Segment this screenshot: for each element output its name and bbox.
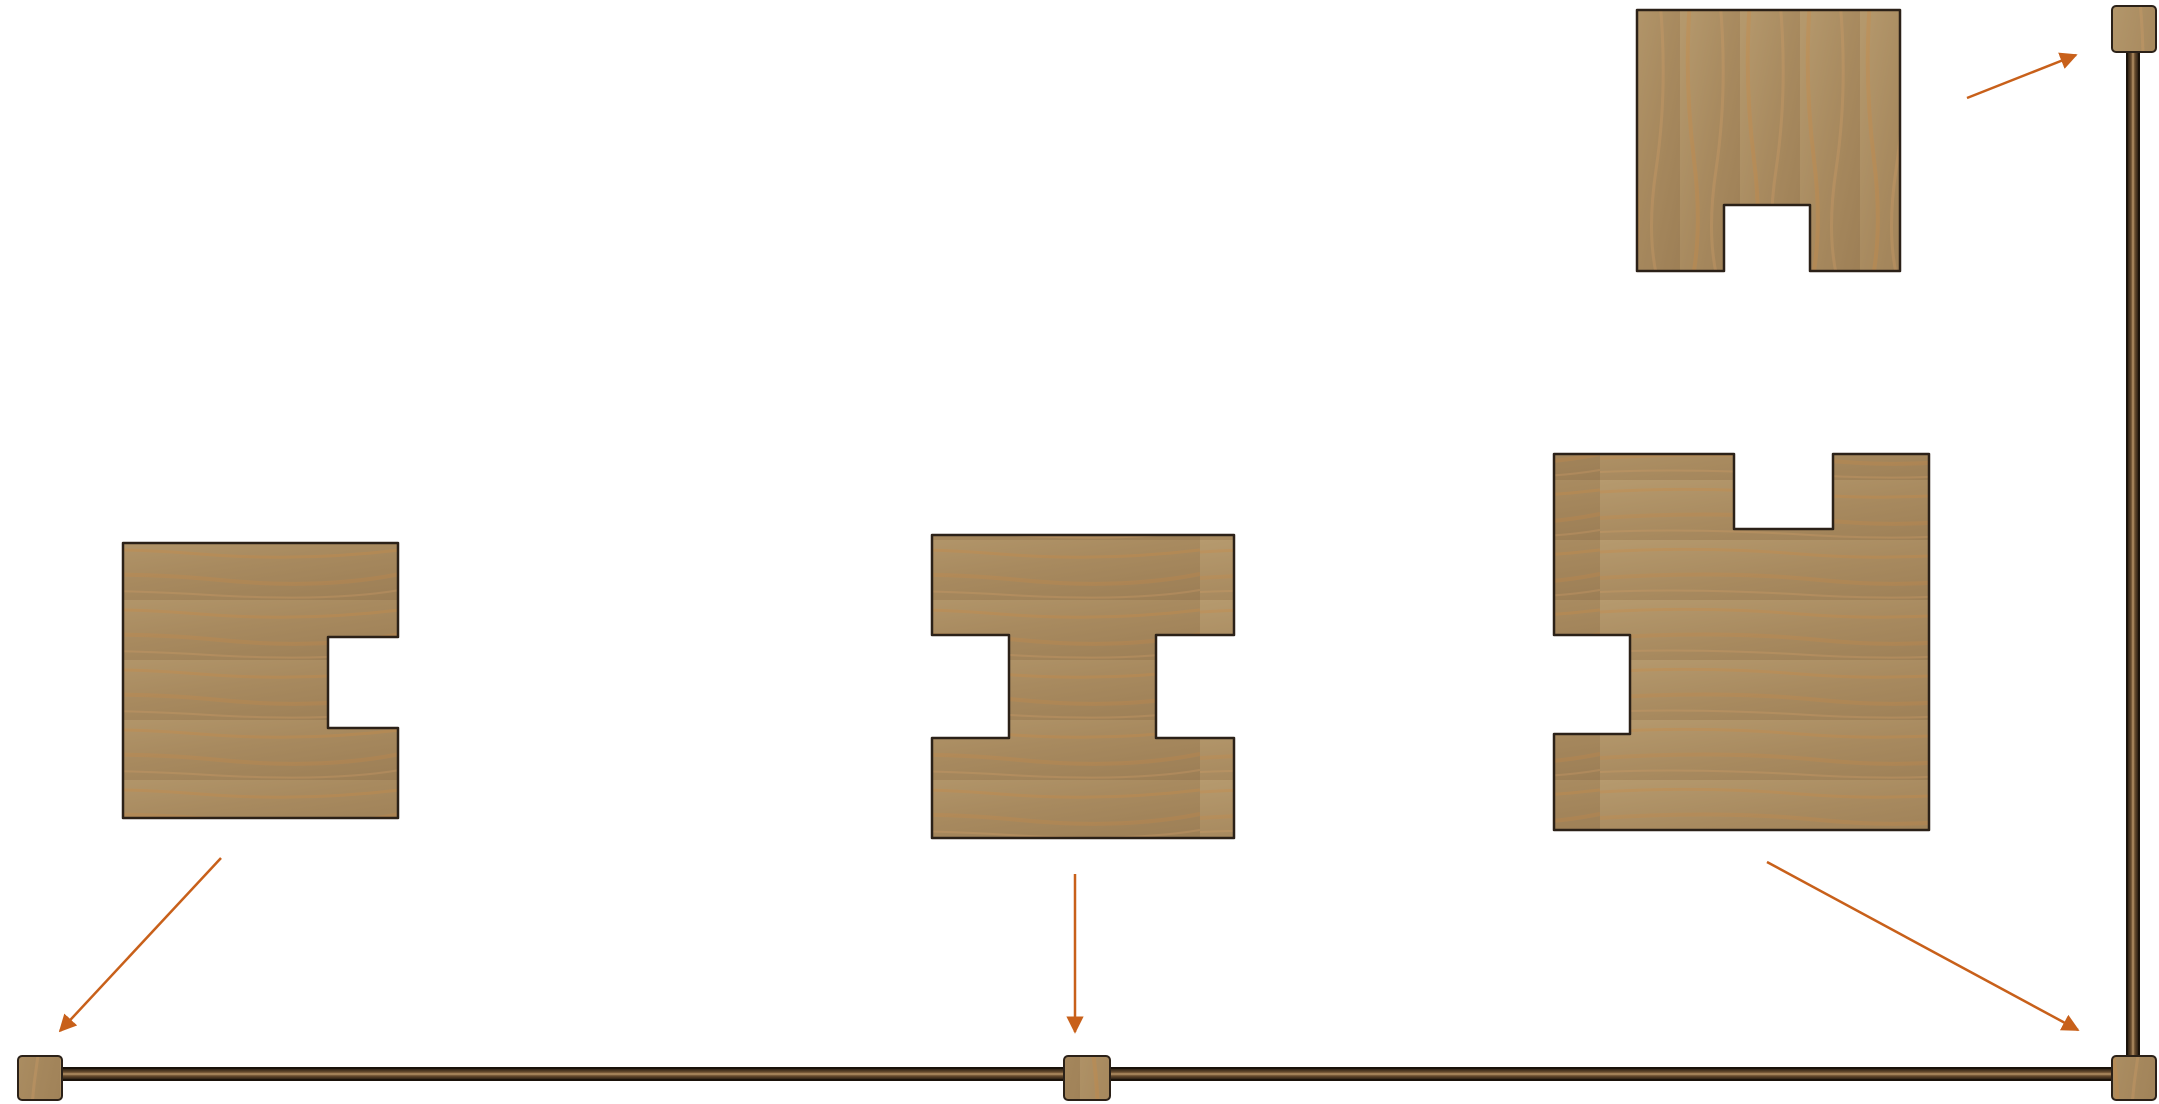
joint-bottom-middle: [1064, 1056, 1110, 1100]
joint-bottom-right-corner: [2112, 1056, 2156, 1100]
arrow-right: [1767, 862, 2078, 1030]
wood-pieces: [123, 10, 1929, 838]
piece-left: [123, 543, 398, 818]
arrow-left: [60, 858, 221, 1031]
arrow-top-right: [1967, 55, 2076, 98]
piece-top-right: [1637, 10, 1900, 271]
rod-bottom-right: [1100, 1068, 2130, 1080]
piece-middle: [932, 535, 1234, 838]
joint-top-right: [2112, 6, 2156, 52]
rod-bottom-left: [45, 1068, 1075, 1080]
rod-vertical-right: [2127, 40, 2139, 1065]
joint-bottom-left: [18, 1056, 62, 1100]
piece-right-large: [1554, 454, 1929, 830]
